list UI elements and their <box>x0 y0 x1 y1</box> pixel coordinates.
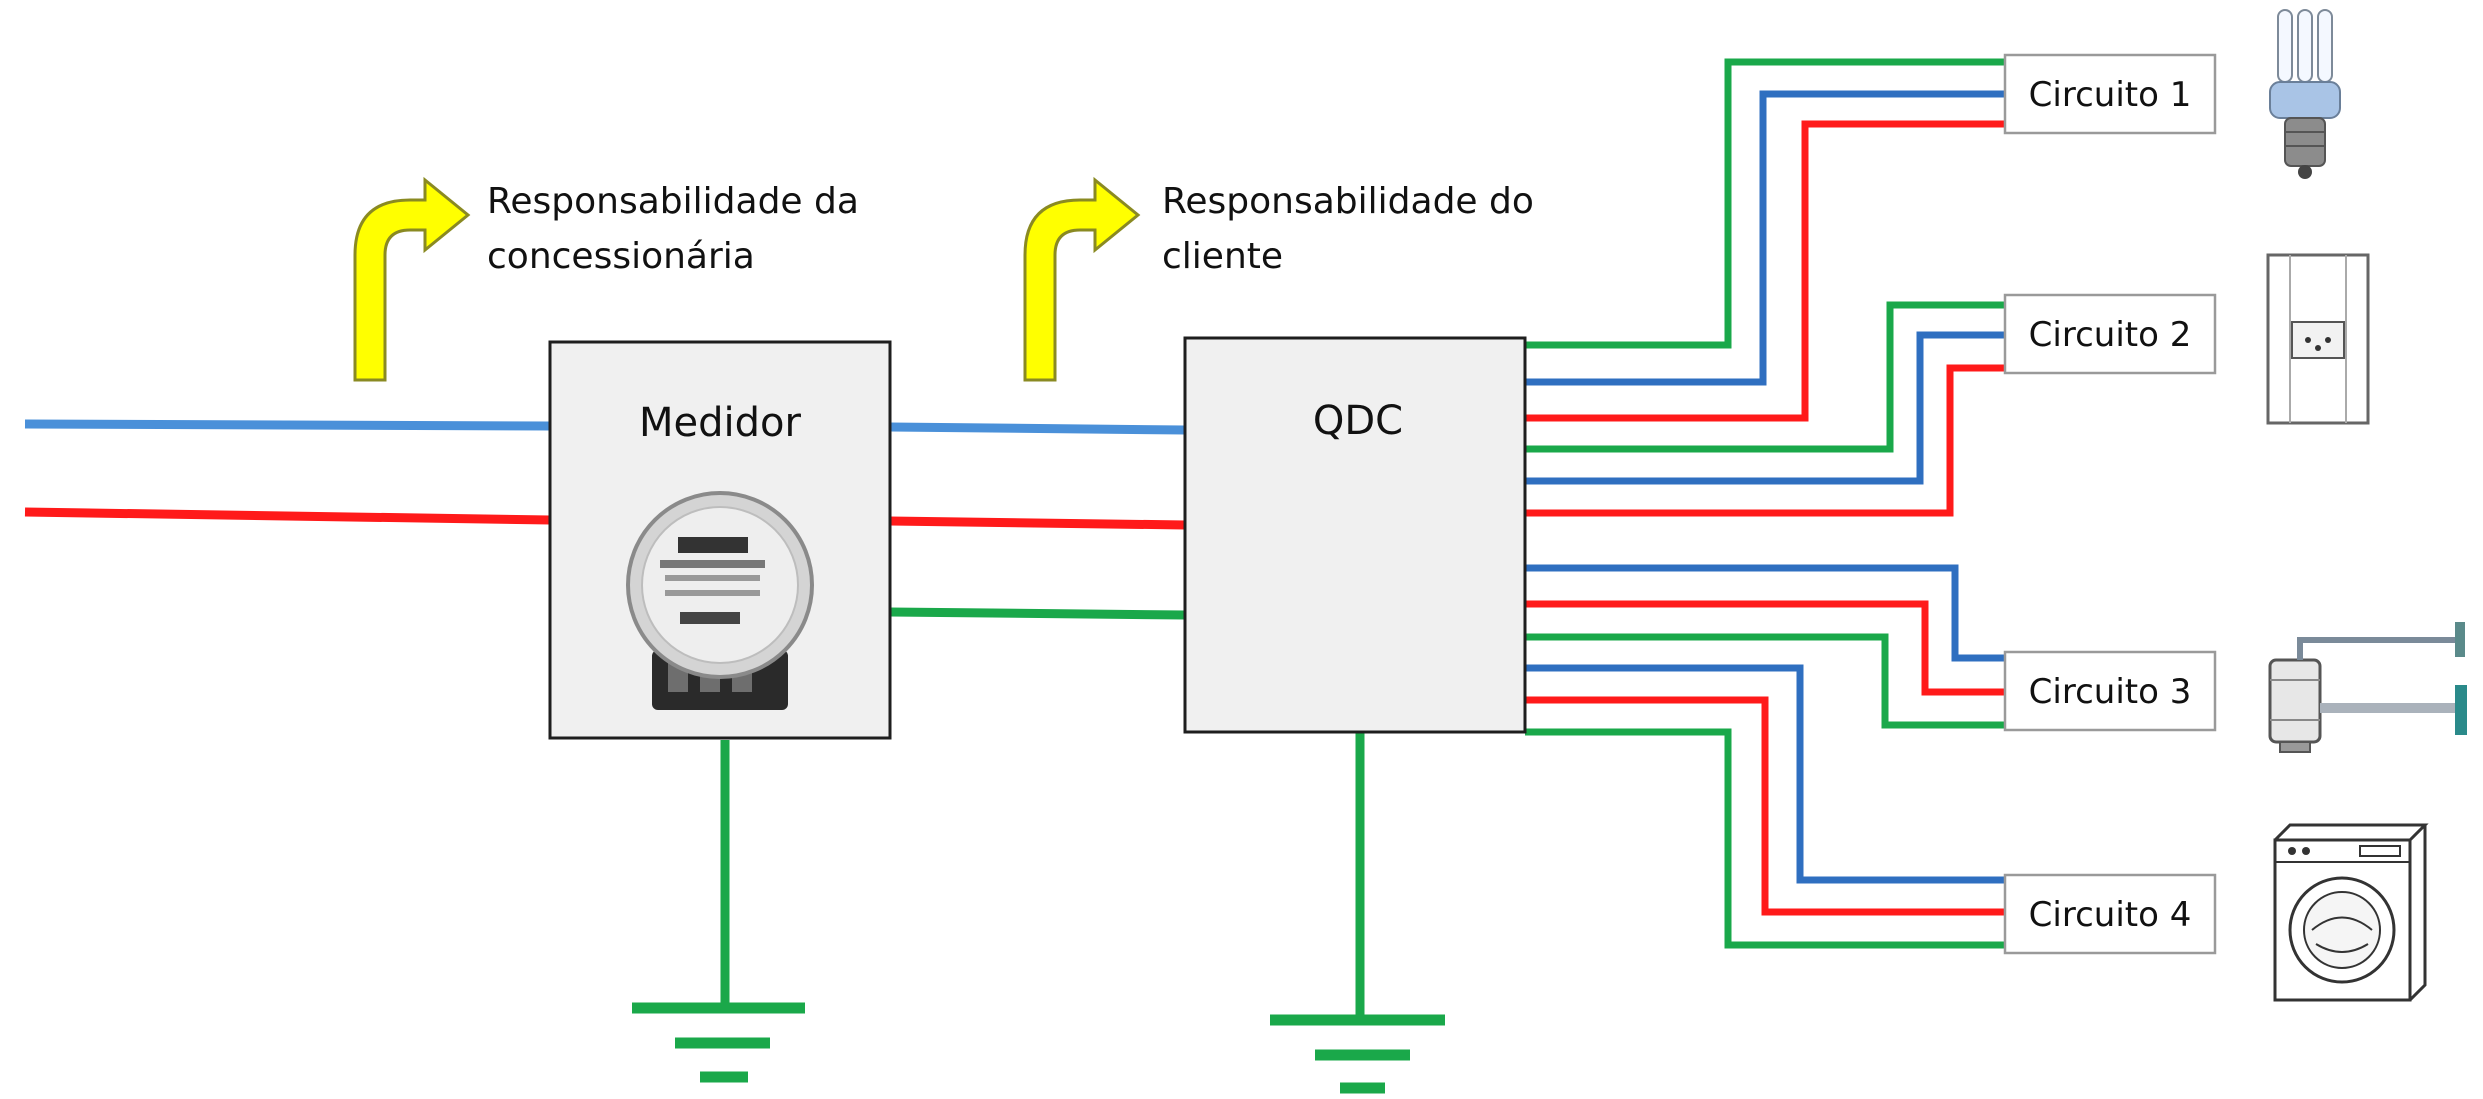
meter-to-panel-lines <box>889 422 1186 620</box>
meter-label: Medidor <box>639 400 801 446</box>
client-responsibility-label-line2: cliente <box>1162 236 1283 277</box>
panel-box: QDC <box>1183 336 1527 734</box>
circuit-3-label: Circuito 3 <box>2029 672 2192 712</box>
circuit-2-wires <box>1525 301 2005 517</box>
client-responsibility-arrow <box>1023 176 1141 382</box>
electricity-meter-icon <box>626 491 814 710</box>
incoming-lines <box>24 419 551 525</box>
circuit-2-label: Circuito 2 <box>2029 315 2192 355</box>
shower-icon <box>2268 622 2467 753</box>
circuit-4-label: Circuito 4 <box>2029 895 2192 935</box>
circuit-2-box: Circuito 2 <box>2003 293 2217 375</box>
meter-box: Medidor <box>548 340 892 740</box>
circuit-4-box: Circuito 4 <box>2003 873 2217 955</box>
incoming-phase-wire <box>24 507 551 525</box>
feeder-ground-wire <box>889 607 1186 620</box>
circuit-1-label: Circuito 1 <box>2029 75 2192 115</box>
feeder-phase-wire <box>889 516 1186 530</box>
circuit-1-box: Circuito 1 <box>2003 53 2217 135</box>
utility-responsibility-label-line1: Responsabilidade da <box>487 181 859 222</box>
utility-responsibility-arrow <box>353 176 471 382</box>
incoming-neutral-wire <box>24 419 551 431</box>
panel-ground <box>1270 732 1445 1094</box>
feeder-neutral-wire <box>889 422 1186 435</box>
client-responsibility-label-line1: Responsabilidade do <box>1162 181 1534 222</box>
meter-ground <box>632 740 805 1083</box>
circuit-3-wires <box>1525 564 2005 729</box>
circuit-1-wires <box>1525 58 2005 422</box>
lamp-icon <box>2269 9 2341 179</box>
washing-machine-icon <box>2273 823 2429 1002</box>
outlet-icon <box>2266 253 2370 425</box>
circuit-4-wires <box>1525 664 2005 949</box>
panel-label: QDC <box>1313 398 1403 444</box>
utility-responsibility-label-line2: concessionária <box>487 236 755 277</box>
circuit-3-box: Circuito 3 <box>2003 650 2217 732</box>
